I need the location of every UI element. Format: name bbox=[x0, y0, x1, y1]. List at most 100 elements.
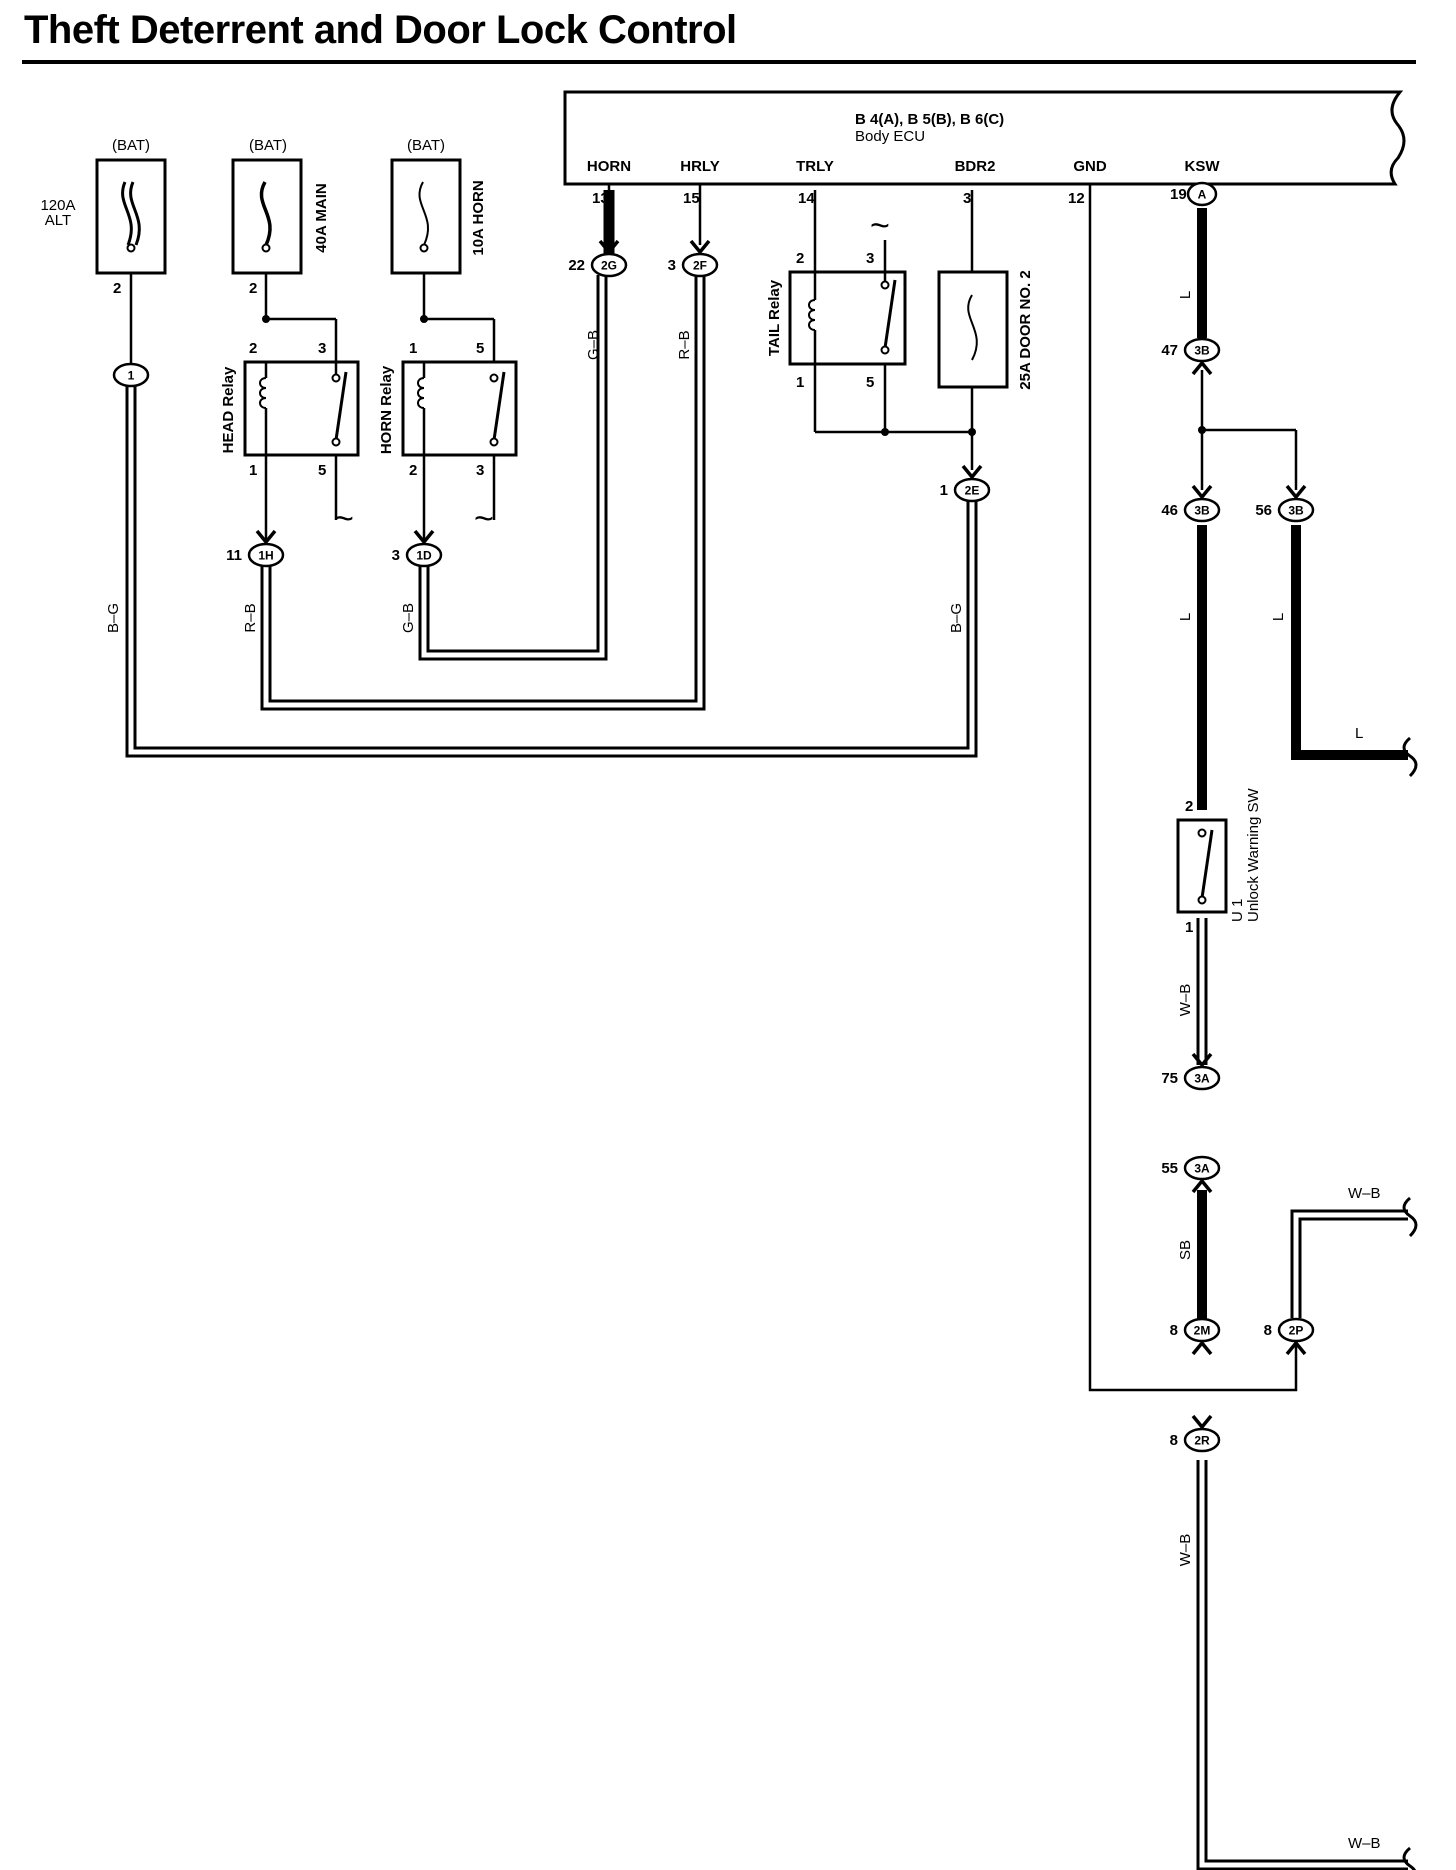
connector-code: 2F bbox=[693, 259, 707, 273]
connector-pin: 8 bbox=[1170, 1322, 1178, 1339]
svg-text:HORN Relay: HORN Relay bbox=[378, 365, 395, 454]
svg-text:5: 5 bbox=[318, 462, 326, 479]
horn-relay: HORN Relay 1 5 2 3 ~ bbox=[378, 273, 518, 538]
svg-text:5: 5 bbox=[476, 340, 484, 357]
wire-label-bottom-right: W–B bbox=[1348, 1835, 1381, 1852]
connector-2r-pin-8: 2R 8 bbox=[1170, 1414, 1221, 1453]
wire-label-head: R–B bbox=[242, 603, 259, 632]
ecu-terminal-hrly: HRLY bbox=[680, 158, 719, 175]
wire-label-ksw: L bbox=[1177, 291, 1194, 299]
connector-code: 2M bbox=[1194, 1324, 1211, 1338]
svg-text:~: ~ bbox=[870, 207, 890, 245]
wire-label-sw-out: W–B bbox=[1177, 984, 1194, 1017]
ksw-connector: A bbox=[1186, 181, 1218, 207]
wire-label-top-right: W–B bbox=[1348, 1185, 1381, 1202]
svg-text:ALT: ALT bbox=[45, 212, 71, 229]
connector-pin: 3 bbox=[668, 257, 676, 274]
connector-2f-pin-3: 2F 3 bbox=[668, 239, 719, 278]
connector-3b-pin-46: 3B 46 bbox=[1161, 484, 1221, 523]
svg-text:40A MAIN: 40A MAIN bbox=[313, 183, 330, 252]
connector-code: 2G bbox=[601, 259, 617, 273]
ecu-terminal-bdr2: BDR2 bbox=[955, 158, 996, 175]
svg-text:(BAT): (BAT) bbox=[112, 137, 150, 154]
title-rule bbox=[22, 60, 1416, 64]
connector-1d-pin-3: 1D 3 bbox=[392, 529, 443, 568]
svg-text:1: 1 bbox=[1185, 919, 1193, 936]
svg-text:Unlock Warning SW: Unlock Warning SW bbox=[1245, 788, 1262, 922]
connector-1h-pin-11: 1H 11 bbox=[226, 529, 285, 568]
svg-text:TAIL Relay: TAIL Relay bbox=[766, 279, 783, 356]
connector-code: 3A bbox=[1194, 1072, 1210, 1086]
connector-pin: 8 bbox=[1264, 1322, 1272, 1339]
wire-label-sb: SB bbox=[1177, 1240, 1194, 1260]
svg-text:A: A bbox=[1198, 188, 1207, 202]
wire-label-branch-out: L bbox=[1355, 725, 1363, 742]
svg-text:3: 3 bbox=[866, 250, 874, 267]
svg-text:HEAD Relay: HEAD Relay bbox=[220, 366, 237, 453]
connector-pin: 8 bbox=[1170, 1432, 1178, 1449]
ecu-terminal-trly: TRLY bbox=[796, 158, 834, 175]
wire-label-hornrelay: G–B bbox=[400, 603, 417, 633]
connector-pin: 46 bbox=[1161, 502, 1178, 519]
connector-3b-pin-56: 3B 56 bbox=[1255, 484, 1315, 523]
svg-text:2: 2 bbox=[249, 340, 257, 357]
svg-text:1: 1 bbox=[249, 462, 257, 479]
connector-pin: 1 bbox=[940, 482, 948, 499]
connector-code: 3B bbox=[1288, 504, 1304, 518]
connector-code: 3B bbox=[1194, 504, 1210, 518]
wire-label-horn: G–B bbox=[585, 330, 602, 360]
svg-text:U 1: U 1 bbox=[1229, 899, 1246, 922]
svg-text:2: 2 bbox=[409, 462, 417, 479]
connector-code: 1D bbox=[416, 549, 432, 563]
connector-pin: 56 bbox=[1255, 502, 1272, 519]
ecu-pin-trly: 14 bbox=[798, 190, 815, 207]
svg-text:(BAT): (BAT) bbox=[249, 137, 287, 154]
connector-1: 1 bbox=[112, 362, 150, 388]
connector-code: 3B bbox=[1194, 344, 1210, 358]
ksw-wires bbox=[1197, 208, 1408, 1320]
ecu-pin-gnd: 12 bbox=[1068, 190, 1085, 207]
tail-relay: TAIL Relay 2 3 1 5 ~ bbox=[766, 190, 976, 436]
wire-label-ksw2: L bbox=[1177, 613, 1194, 621]
wire-label-bdr: B–G bbox=[948, 603, 965, 633]
connector-code: 2E bbox=[965, 484, 980, 498]
connector-pin: 11 bbox=[226, 547, 242, 564]
svg-text:~: ~ bbox=[474, 500, 494, 538]
connector-2e-pin-1: 2E 1 bbox=[940, 464, 991, 503]
svg-text:2: 2 bbox=[113, 280, 121, 297]
wire-break-marks bbox=[1402, 736, 1418, 1870]
connector-code: 2R bbox=[1194, 1434, 1210, 1448]
svg-text:2: 2 bbox=[796, 250, 804, 267]
fuse-25a-door-no2: 25A DOOR NO. 2 bbox=[937, 270, 1034, 390]
wire-label-ground: W–B bbox=[1177, 1534, 1194, 1567]
svg-text:10A HORN: 10A HORN bbox=[470, 180, 487, 255]
ecu-connector-ref: B 4(A), B 5(B), B 6(C) bbox=[855, 111, 1004, 128]
svg-text:1: 1 bbox=[409, 340, 417, 357]
connector-code: 3A bbox=[1194, 1162, 1210, 1176]
svg-text:2: 2 bbox=[249, 280, 257, 297]
connector-2p-pin-8: 2P8 bbox=[1264, 1317, 1315, 1356]
svg-text:3: 3 bbox=[318, 340, 326, 357]
connector-code: 1H bbox=[258, 549, 273, 563]
wire-label-branch: L bbox=[1270, 613, 1287, 621]
svg-text:3: 3 bbox=[476, 462, 484, 479]
wire-label-alt: B–G bbox=[105, 603, 122, 633]
connector-pin: 55 bbox=[1161, 1160, 1178, 1177]
ecu-pin-bdr2: 3 bbox=[963, 190, 971, 207]
connector-pin: 3 bbox=[392, 547, 400, 564]
connector-code: 1 bbox=[128, 369, 135, 383]
svg-text:5: 5 bbox=[866, 374, 874, 391]
ecu-name: Body ECU bbox=[855, 128, 925, 145]
ecu-terminal-gnd: GND bbox=[1073, 158, 1107, 175]
svg-text:25A DOOR NO. 2: 25A DOOR NO. 2 bbox=[1017, 270, 1034, 389]
connector-3a-pin-55: 3A 55 bbox=[1161, 1155, 1221, 1194]
page-title: Theft Deterrent and Door Lock Control bbox=[24, 8, 737, 52]
wire-gnd bbox=[1088, 184, 1298, 1392]
svg-text:1: 1 bbox=[796, 374, 804, 391]
ecu-pin-hrly: 15 bbox=[683, 190, 700, 207]
head-relay: HEAD Relay 2 3 1 5 ~ bbox=[220, 273, 360, 538]
